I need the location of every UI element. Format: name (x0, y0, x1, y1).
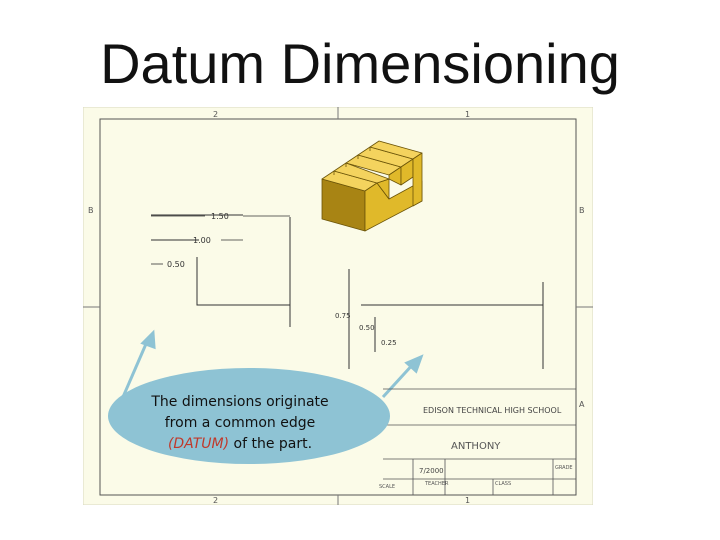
datum-term: (DATUM) (167, 436, 230, 452)
dimension-label-0-50: 0.50 (167, 260, 185, 269)
callout-text: The dimensions originate from a common e… (118, 392, 362, 455)
stair-part-isometric (321, 140, 423, 232)
dimension-label-1-50: 1.50 (211, 212, 229, 221)
border-number-bottom-left: 2 (213, 496, 218, 505)
border-letter-left-upper: B (88, 206, 94, 215)
horizontal-dimensions (151, 215, 290, 265)
title-block (383, 388, 576, 495)
callout-leader-lines (121, 329, 424, 399)
callout-line-1: The dimensions originate (151, 394, 329, 410)
title-block-scale-label: SCALE (379, 484, 395, 490)
title-block-teacher-label: TEACHER (424, 481, 449, 487)
dimension-label-1-00: 1.00 (193, 236, 211, 245)
dimension-label-0-25: 0.25 (381, 339, 397, 347)
title-block-student: ANTHONY (451, 441, 501, 452)
callout-bubble (108, 368, 390, 464)
border-number-top-right: 1 (465, 110, 470, 119)
dimension-label-0-75: 0.75 (335, 312, 351, 320)
title-block-class-label: CLASS (495, 481, 511, 487)
callout-line-3: (DATUM) of the part. (118, 434, 362, 455)
border-letter-right-upper: B (579, 206, 585, 215)
callout-line-2: from a common edge (164, 415, 316, 431)
title-block-grade-label: GRADE (555, 465, 573, 471)
title-block-date: 7/2000 (419, 467, 444, 475)
callout-line-3-rest: of the part. (229, 436, 313, 452)
side-view (348, 269, 544, 369)
border-letter-right-lower: A (579, 400, 585, 409)
dimension-label-0-50-vertical: 0.50 (359, 324, 375, 332)
border-number-top-left: 2 (213, 110, 218, 119)
border-number-bottom-right: 1 (465, 496, 470, 505)
slide-title: Datum Dimensioning (100, 32, 620, 95)
title-block-school: EDISON TECHNICAL HIGH SCHOOL (423, 406, 562, 415)
